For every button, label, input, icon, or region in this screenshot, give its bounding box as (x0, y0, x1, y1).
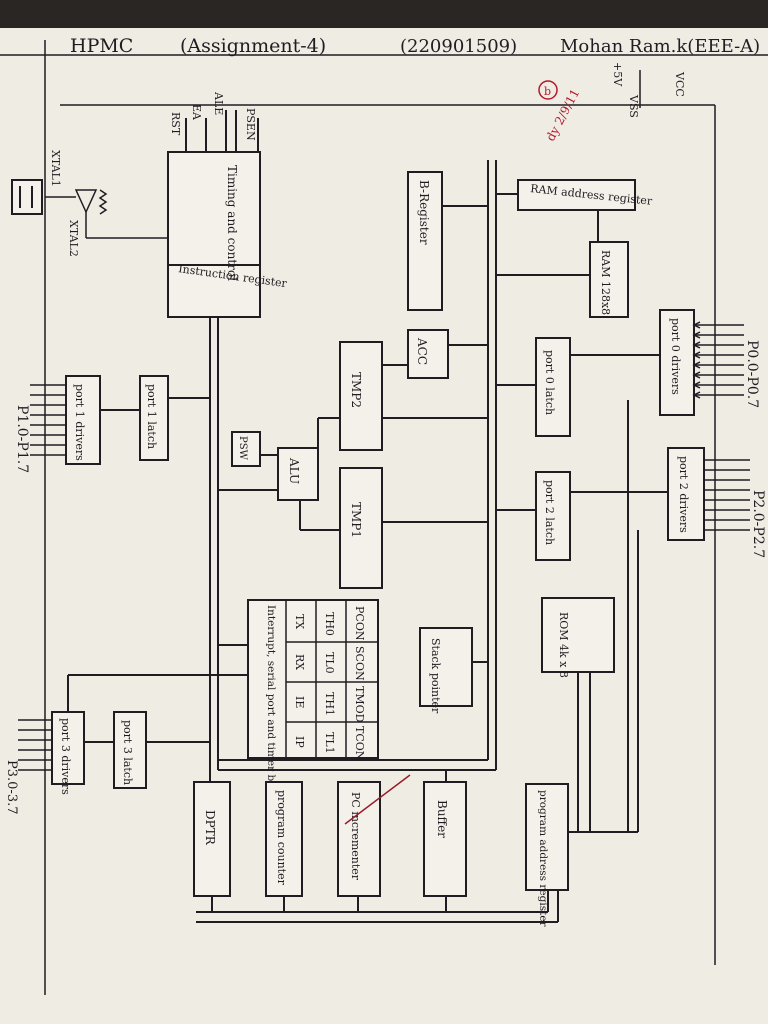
b-register-label: B-Register (417, 180, 431, 245)
stack-pointer-block (419, 627, 473, 707)
port2-pins-label: P2.0-P2.7 (750, 490, 766, 558)
port1-pins-label: P1.0-P1.7 (14, 405, 30, 473)
tmp2-block (339, 341, 383, 451)
roll-number: (220901509) (400, 36, 517, 57)
crystal-oscillator (11, 179, 168, 239)
tmp2-label: TMP2 (349, 372, 363, 408)
port3-drivers-label: port 3 drivers (59, 718, 72, 795)
ram-block (589, 241, 629, 318)
rst-pin-label: RST (169, 112, 182, 136)
buffer-block (423, 781, 467, 897)
port0-pins (692, 321, 744, 399)
port0-pins-label: P0.0-P0.7 (744, 340, 760, 408)
port3-latch-block (113, 711, 147, 789)
sfr-cell: TMOD (353, 686, 366, 723)
buffer-label: Buffer (435, 800, 449, 838)
sfr-cell: PCON (353, 606, 366, 641)
vcc-label: VCC (673, 71, 686, 97)
sfr-block-label: Interrupt, serial port and timer block (265, 605, 277, 804)
pc-incrementer-label: PC incrementer (349, 792, 362, 881)
alu-label: ALU (287, 457, 301, 484)
sfr-cell: TH0 (323, 612, 336, 636)
timing-control-label: Timing and control (225, 165, 239, 281)
ram-label: RAM 128x8 (599, 250, 612, 315)
paper-sheet (0, 28, 768, 1024)
sfr-cell: RX (293, 654, 306, 670)
psw-block (231, 431, 261, 467)
stack-pointer-label: Stack pointer (429, 638, 442, 714)
sfr-cell: TH1 (323, 692, 336, 716)
red-annotation-stroke (344, 774, 411, 825)
acc-label: ACC (415, 337, 429, 365)
sfr-cell: IE (293, 696, 306, 708)
tmp1-label: TMP1 (349, 502, 363, 538)
psw-label: PSW (237, 436, 248, 461)
port1-drivers-label: port 1 drivers (73, 384, 86, 461)
rom-block (541, 597, 615, 673)
port1-drivers-block (65, 375, 101, 465)
port2-latch-block (535, 471, 571, 561)
port0-latch-block (535, 337, 571, 437)
port0-drivers-block (659, 309, 695, 416)
sfr-table (247, 599, 379, 759)
tmp1-block (339, 467, 383, 589)
circle-mark-letter: b (544, 85, 551, 98)
xtal1-label: XTAL1 (49, 150, 62, 187)
alu-block (277, 447, 319, 501)
port2-drivers-label: port 2 drivers (677, 456, 690, 533)
port1-latch-block (139, 375, 169, 461)
program-counter-label: program counter (275, 790, 288, 886)
ale-pin-label: ALE (212, 91, 225, 115)
port3-latch-label: port 3 latch (121, 720, 134, 785)
port3-pins-label: P3.0-3.7 (4, 760, 19, 815)
vss-label: VSS (627, 94, 640, 118)
dptr-label: DPTR (203, 810, 217, 846)
port2-drivers-block (667, 447, 705, 541)
ea-pin-label: EA (190, 104, 203, 121)
port2-pins (704, 459, 750, 531)
sfr-cell: TCON (353, 726, 366, 761)
sfr-cell: TX (293, 614, 306, 629)
program-counter-block (265, 781, 303, 897)
acc-block (407, 329, 449, 379)
port1-latch-label: port 1 latch (145, 384, 158, 449)
port2-latch-label: port 2 latch (543, 480, 556, 545)
assignment-label: (Assignment-4) (180, 35, 326, 57)
sfr-cell: TL0 (323, 652, 336, 674)
circle-mark (538, 80, 558, 100)
program-address-register-label: program address register (537, 790, 549, 928)
port0-drivers-label: port 0 drivers (669, 318, 682, 395)
psen-pin-label: PSEN (244, 108, 257, 141)
timing-control-block (167, 151, 261, 318)
sfr-cell: SCON (353, 646, 366, 681)
xtal2-label: XTAL2 (67, 220, 80, 257)
course-label: HPMC (70, 35, 133, 57)
sfr-cell: TL1 (323, 732, 336, 754)
b-register-block (407, 171, 443, 311)
program-address-register-block (525, 783, 569, 891)
port1-pins (30, 384, 66, 456)
plus5v-label: +5V (611, 62, 624, 87)
sfr-cell: IP (293, 736, 306, 748)
author-name: Mohan Ram.k(EEE-A) (560, 36, 760, 57)
port3-pins (18, 719, 52, 771)
port0-latch-label: port 0 latch (543, 350, 556, 415)
rom-label: ROM 4k x 8 (557, 612, 570, 678)
